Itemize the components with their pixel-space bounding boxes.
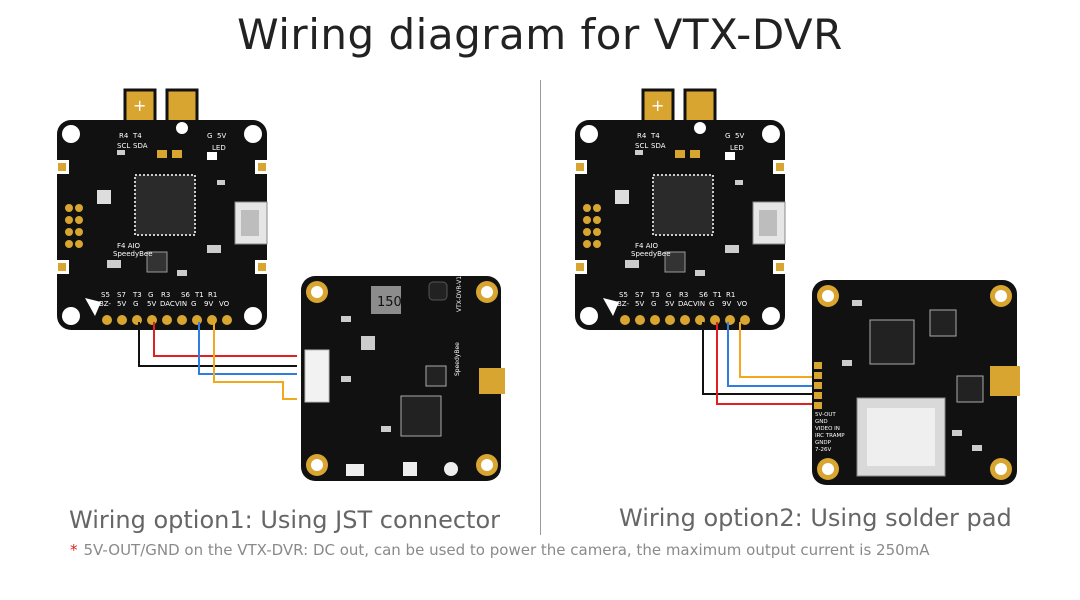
svg-text:R4: R4 [637, 132, 647, 140]
svg-text:S7: S7 [635, 291, 644, 299]
svg-text:G: G [148, 291, 153, 299]
svg-text:T4: T4 [650, 132, 660, 140]
svg-text:LED: LED [212, 144, 226, 152]
plus-sign: + [133, 96, 146, 115]
svg-text:5V-OUT: 5V-OUT [815, 412, 836, 418]
svg-text:VIN: VIN [175, 300, 187, 308]
svg-text:SDA: SDA [651, 142, 666, 150]
svg-text:T1: T1 [712, 291, 722, 299]
fc-pad-labels-right: S5 S7 T3 G R3 S6 T1 R1 BZ- 5V G 5V DAC V… [617, 132, 748, 308]
svg-text:5V: 5V [665, 300, 674, 308]
svg-text:BZ-: BZ- [617, 300, 629, 308]
footnote: * 5V-OUT/GND on the VTX-DVR: DC out, can … [70, 541, 930, 559]
svg-text:S5: S5 [619, 291, 628, 299]
svg-text:VTX-DVR-V1: VTX-DVR-V1 [456, 276, 463, 312]
svg-text:T1: T1 [194, 291, 204, 299]
svg-text:G: G [207, 132, 212, 140]
svg-text:F4 AIO: F4 AIO [635, 242, 659, 250]
plus-sign-right: + [651, 96, 664, 115]
svg-text:R4: R4 [119, 132, 129, 140]
svg-text:G: G [651, 300, 656, 308]
wires-right [702, 322, 812, 405]
footnote-text: 5V-OUT/GND on the VTX-DVR: DC out, can b… [83, 541, 930, 559]
svg-text:S6: S6 [699, 291, 708, 299]
divider [540, 80, 541, 535]
caption-option2: Wiring option2: Using solder pad [619, 504, 1012, 532]
svg-text:VIN: VIN [693, 300, 705, 308]
footnote-marker: * [70, 541, 78, 559]
svg-text:5V: 5V [217, 132, 226, 140]
fc-board-right: + S5 S7 T3 G R3 S6 T1 R1 BZ- 5V G 5V DAC… [571, 88, 789, 332]
vtx-dvr-left: 150 VTX-DVR-V1 SpeedyBee [301, 276, 505, 481]
svg-text:SCL: SCL [117, 142, 130, 150]
svg-text:SpeedyBee: SpeedyBee [454, 342, 461, 376]
svg-text:7-26V: 7-26V [815, 447, 831, 453]
svg-text:5V: 5V [117, 300, 126, 308]
svg-text:G: G [133, 300, 138, 308]
wires-left [138, 322, 297, 400]
svg-text:5V: 5V [735, 132, 744, 140]
svg-text:5V: 5V [635, 300, 644, 308]
svg-text:VO: VO [737, 300, 748, 308]
inductor-label: 150 [377, 295, 402, 310]
caption-option1: Wiring option1: Using JST connector [69, 506, 500, 534]
svg-text:LED: LED [730, 144, 744, 152]
vtx-left-labels: VTX-DVR-V1 SpeedyBee [454, 276, 463, 376]
svg-text:GNDP: GNDP [815, 440, 832, 446]
svg-text:5V: 5V [147, 300, 156, 308]
minus-sign-icon-right [694, 122, 706, 134]
svg-text:S7: S7 [117, 291, 126, 299]
minus-sign-icon [176, 122, 188, 134]
svg-text:R3: R3 [679, 291, 688, 299]
vtx-dvr-right: 5V-OUT GND VIDEO IN IRC TRAMP GNDP 7-26V [812, 280, 1020, 485]
svg-text:R1: R1 [208, 291, 217, 299]
svg-text:T3: T3 [132, 291, 142, 299]
vtx-right-pad-labels: 5V-OUT GND VIDEO IN IRC TRAMP GNDP 7-26V [815, 412, 845, 453]
page-title: Wiring diagram for VTX-DVR [237, 10, 843, 59]
svg-text:G: G [666, 291, 671, 299]
svg-text:SpeedyBee: SpeedyBee [113, 250, 153, 258]
svg-text:DAC: DAC [160, 300, 175, 308]
svg-text:G: G [709, 300, 714, 308]
fc-board-left: + S5 S7 T3 G R3 S6 T1 R1 BZ- 5V G 5V DAC… [53, 88, 271, 332]
svg-text:T3: T3 [650, 291, 660, 299]
svg-text:R1: R1 [726, 291, 735, 299]
svg-text:BZ-: BZ- [99, 300, 111, 308]
svg-text:G: G [725, 132, 730, 140]
svg-text:GND: GND [815, 419, 828, 425]
svg-text:SpeedyBee: SpeedyBee [631, 250, 671, 258]
svg-text:9V: 9V [204, 300, 213, 308]
svg-text:IRC TRAMP: IRC TRAMP [815, 433, 845, 439]
svg-text:R3: R3 [161, 291, 170, 299]
svg-text:G: G [191, 300, 196, 308]
svg-text:F4 AIO: F4 AIO [117, 242, 141, 250]
svg-text:VIDEO IN: VIDEO IN [815, 426, 840, 432]
svg-text:S5: S5 [101, 291, 110, 299]
svg-text:SCL: SCL [635, 142, 648, 150]
svg-text:9V: 9V [722, 300, 731, 308]
svg-text:T4: T4 [132, 132, 142, 140]
svg-text:SDA: SDA [133, 142, 148, 150]
fc-pad-labels-left: S5 S7 T3 G R3 S6 T1 R1 BZ- 5V G 5V DAC V… [99, 132, 230, 308]
svg-text:VO: VO [219, 300, 230, 308]
svg-text:S6: S6 [181, 291, 190, 299]
svg-text:DAC: DAC [678, 300, 693, 308]
